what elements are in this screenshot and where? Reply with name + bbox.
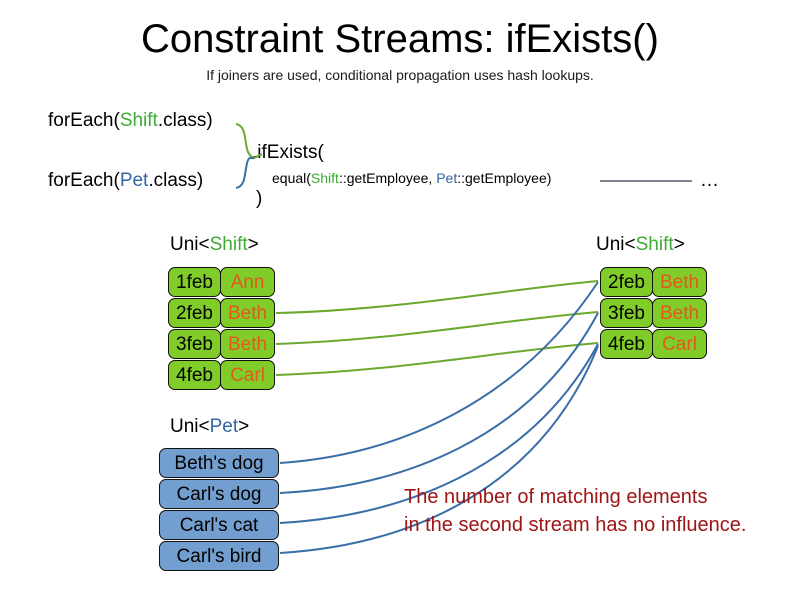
- cell-employee: Beth: [220, 298, 275, 328]
- join-connector-line: [600, 180, 692, 182]
- caption-left-suffix: >: [247, 234, 259, 255]
- code-foreach-shift-suffix: .class): [157, 110, 213, 131]
- wire-green-4feb: [275, 342, 599, 376]
- code-ifexists: .ifExists(: [252, 142, 324, 163]
- code-foreach-pet: forEach(Pet.class): [48, 170, 203, 192]
- caption-pet-type: Pet: [209, 416, 239, 437]
- code-equal-left-type: Shift: [310, 170, 339, 186]
- cell-employee: Carl: [652, 329, 707, 359]
- code-foreach-pet-suffix: .class): [148, 170, 204, 191]
- cell-pet-label: Carl's bird: [159, 541, 279, 571]
- annotation-line-2: in the second stream has no influence.: [404, 514, 747, 536]
- caption-left-prefix: Uni<: [170, 234, 210, 255]
- page-subtitle: If joiners are used, conditional propaga…: [206, 67, 594, 83]
- list-item[interactable]: Carl's bird: [159, 541, 279, 571]
- list-item[interactable]: Carl's dog: [159, 479, 279, 509]
- code-equal-joiner: equal(Shift::getEmployee, Pet::getEmploy…: [272, 170, 551, 187]
- caption-left-shift-stream: Uni<Shift>: [170, 234, 259, 256]
- cell-pet-label: Carl's dog: [159, 479, 279, 509]
- caption-right-type: Shift: [635, 234, 674, 255]
- brace-tip: [253, 153, 263, 159]
- cell-date: 2feb: [600, 267, 653, 297]
- code-equal-left-ref: ::getEmployee,: [338, 170, 437, 186]
- page-title: Constraint Streams: ifExists(): [141, 17, 659, 61]
- wire-blue-carls-dog: [279, 312, 599, 494]
- cell-employee: Beth: [652, 298, 707, 328]
- code-equal-right-ref: ::getEmployee): [457, 170, 552, 186]
- caption-right-shift-stream: Uni<Shift>: [596, 234, 685, 256]
- code-foreach-shift-prefix: forEach(: [48, 110, 120, 131]
- wire-blue-carls-bird: [279, 345, 599, 554]
- annotation-line-1: The number of matching elements: [404, 486, 708, 508]
- cell-date: 1feb: [168, 267, 221, 297]
- caption-right-prefix: Uni<: [596, 234, 636, 255]
- cell-pet-label: Carl's cat: [159, 510, 279, 540]
- code-foreach-pet-type: Pet: [119, 170, 149, 191]
- cell-pet-label: Beth's dog: [159, 448, 279, 478]
- code-ellipsis: …: [700, 170, 719, 191]
- list-item[interactable]: Carl's cat: [159, 510, 279, 540]
- caption-left-type: Shift: [209, 234, 248, 255]
- cell-date: 2feb: [168, 298, 221, 328]
- cell-date: 4feb: [168, 360, 221, 390]
- code-equal-right-type: Pet: [436, 170, 458, 186]
- caption-pet-suffix: >: [238, 416, 250, 437]
- cell-employee: Ann: [220, 267, 275, 297]
- cell-date: 4feb: [600, 329, 653, 359]
- code-foreach-shift: forEach(Shift.class): [48, 110, 213, 132]
- wire-blue-carls-cat: [279, 343, 599, 524]
- brace-lower-blue: [235, 156, 255, 189]
- code-close-paren: ): [256, 188, 263, 209]
- wire-green-2feb: [275, 280, 599, 314]
- cell-employee: Beth: [652, 267, 707, 297]
- wire-green-3feb: [275, 311, 599, 345]
- code-foreach-shift-type: Shift: [119, 110, 158, 131]
- annotation-note: The number of matching elements in the s…: [404, 483, 774, 539]
- list-item[interactable]: Beth's dog: [159, 448, 279, 478]
- caption-pet-stream: Uni<Pet>: [170, 416, 249, 438]
- wire-blue-beths-dog: [279, 281, 599, 464]
- cell-date: 3feb: [600, 298, 653, 328]
- cell-date: 3feb: [168, 329, 221, 359]
- cell-employee: Carl: [220, 360, 275, 390]
- cell-employee: Beth: [220, 329, 275, 359]
- code-equal-prefix: equal(: [272, 170, 311, 186]
- code-foreach-pet-prefix: forEach(: [48, 170, 120, 191]
- brace-upper-green: [235, 123, 255, 159]
- caption-right-suffix: >: [673, 234, 685, 255]
- caption-pet-prefix: Uni<: [170, 416, 210, 437]
